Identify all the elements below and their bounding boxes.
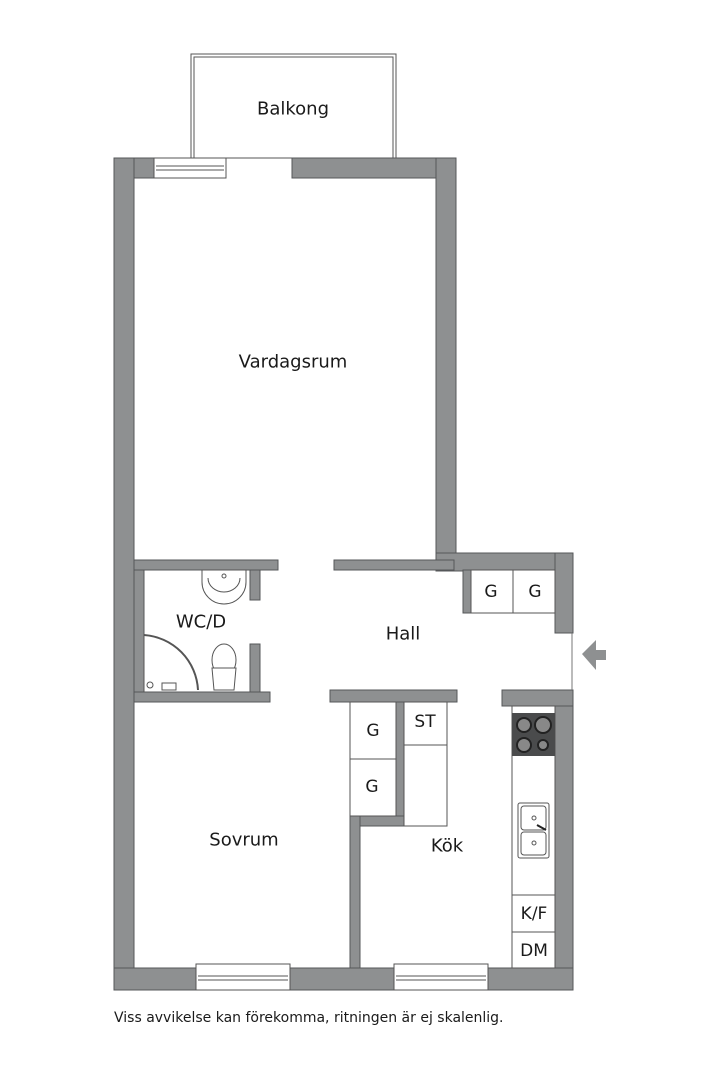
bedroom-wardrobes	[349, 701, 397, 817]
room-label-kok: Kök	[430, 835, 464, 857]
bathroom-fixtures	[143, 569, 247, 692]
shower-icon	[143, 634, 199, 691]
sink-icon	[517, 802, 550, 859]
fridge-freezer-label: K/F	[520, 904, 548, 924]
room-label-vardagsrum: Vardagsrum	[238, 351, 348, 373]
room-label-hall: Hall	[385, 623, 421, 645]
bedroom-wardrobe-2-label: G	[365, 777, 379, 797]
disclaimer-text: Viss avvikelse kan förekomma, ritningen …	[114, 1010, 504, 1026]
storage-cabinet	[403, 701, 448, 827]
kitchen-counter	[511, 705, 556, 969]
storage-label: ST	[414, 712, 436, 732]
bedroom-wardrobe-1-label: G	[366, 721, 380, 741]
balcony	[190, 53, 397, 159]
hall-wardrobe-1-label: G	[484, 582, 498, 602]
room-label-wc: WC/D	[175, 611, 227, 633]
entrance-arrow-icon	[582, 640, 606, 670]
room-label-sovrum: Sovrum	[209, 829, 279, 851]
walls	[113, 157, 574, 991]
hall-wardrobe-2-label: G	[528, 582, 542, 602]
hall-wardrobes	[470, 569, 556, 614]
room-label-balkong: Balkong	[256, 98, 330, 120]
dishwasher-label: DM	[520, 941, 548, 961]
windows	[153, 157, 489, 991]
